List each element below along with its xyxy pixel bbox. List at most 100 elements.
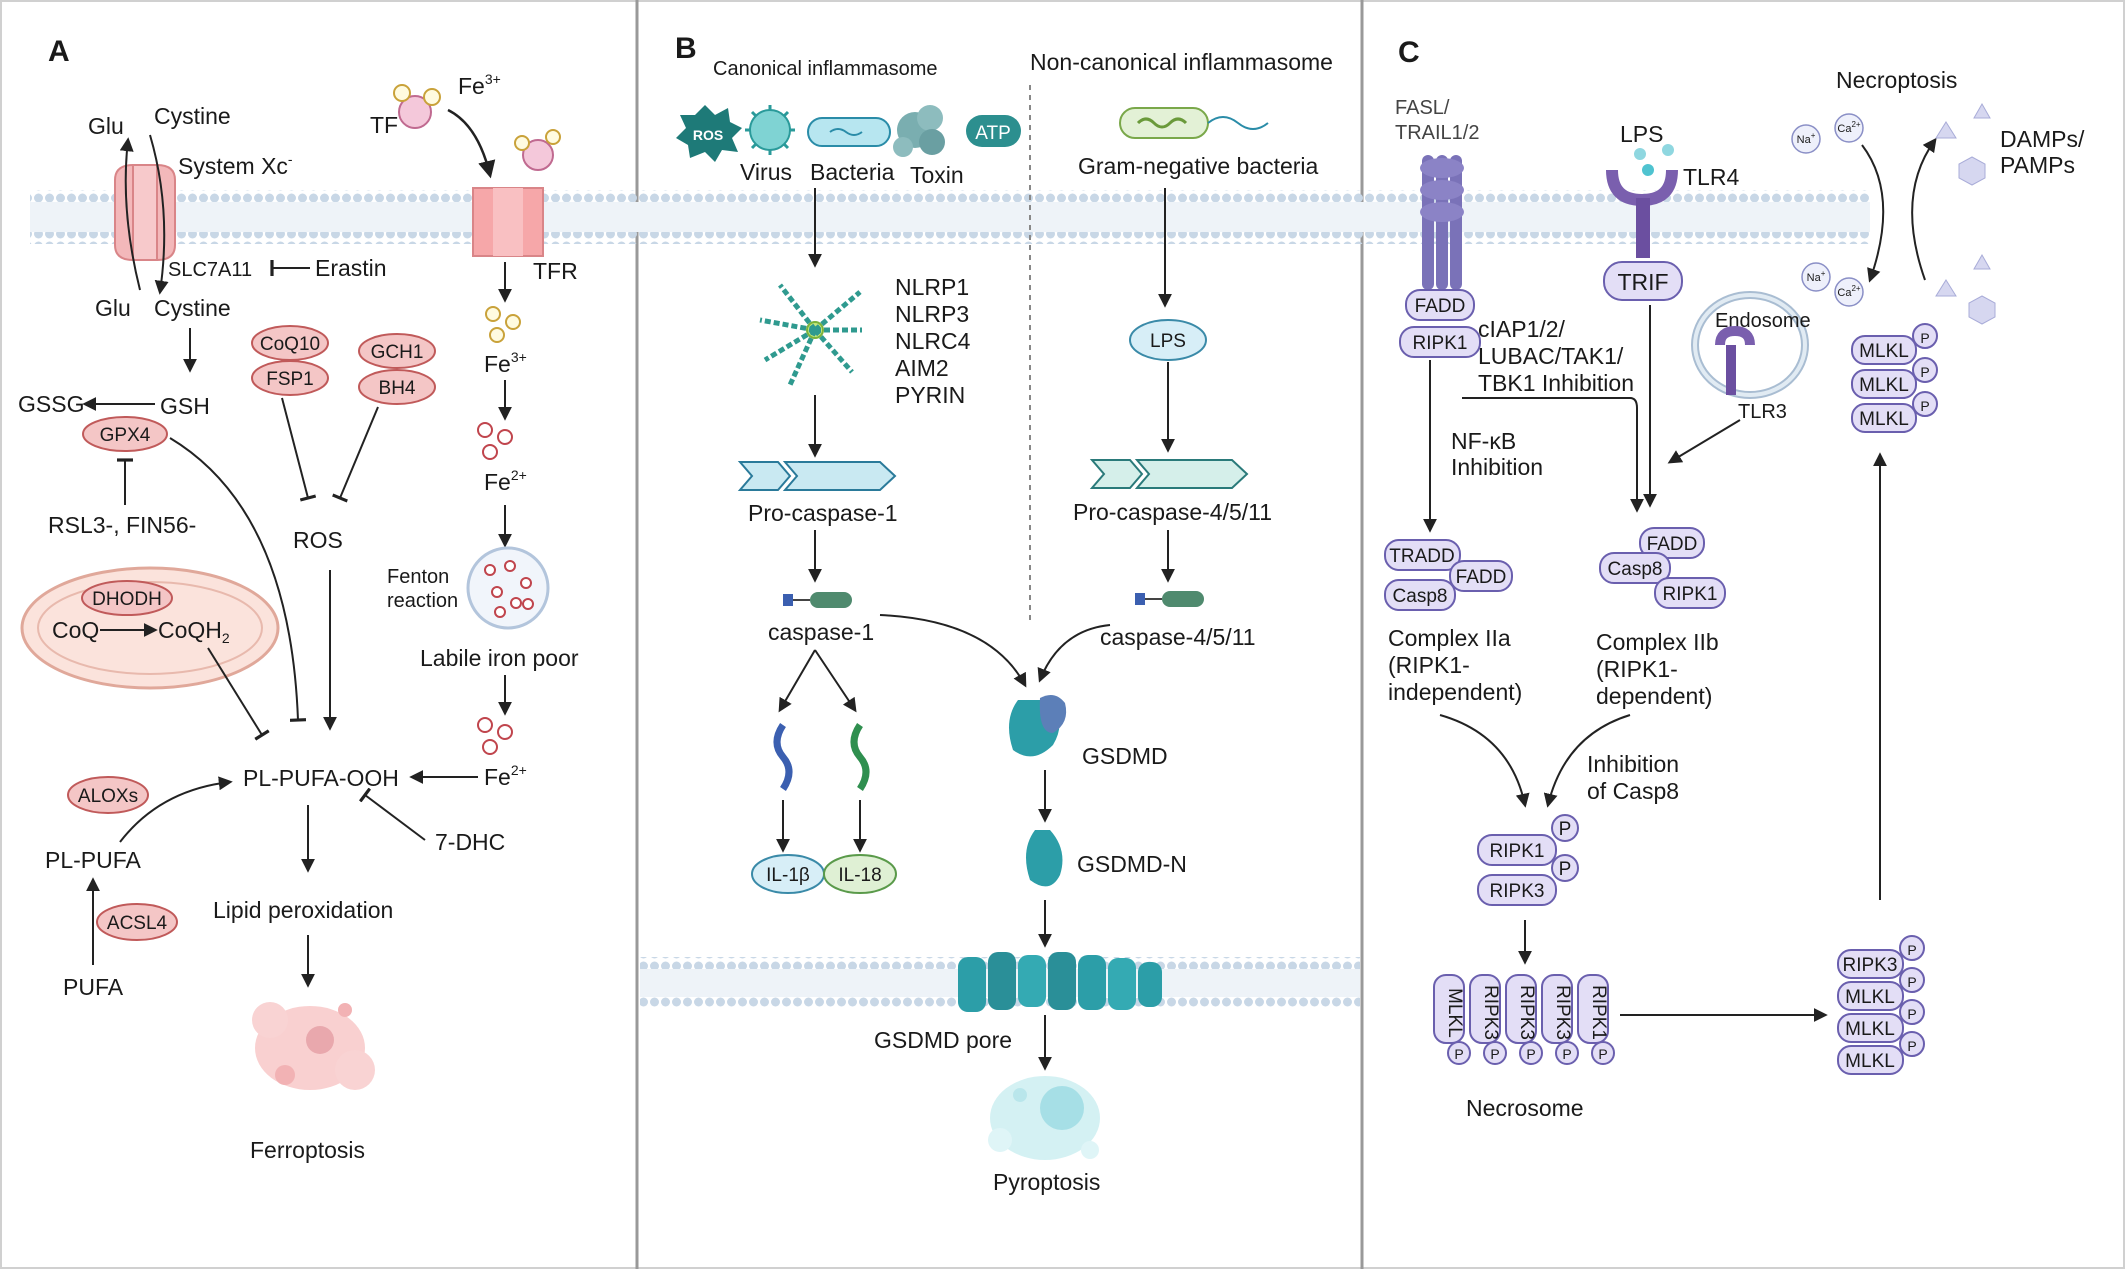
- p-label-2: P: [1559, 859, 1572, 880]
- pore-mlkl-2: MLKL: [1859, 375, 1909, 396]
- damp-release-arrow: [1911, 137, 1937, 281]
- gramneg-label: Gram-negative bacteria: [1078, 153, 1319, 179]
- ciap-label-2: LUBAC/TAK1/: [1478, 343, 1624, 369]
- gsdmd-n-icon: [1026, 830, 1063, 887]
- casp4-label: caspase-4/5/11: [1100, 624, 1256, 650]
- stack-mlkl-1: MLKL: [1845, 987, 1895, 1008]
- casp1-il1b-arrow: [778, 649, 816, 713]
- ripk3-nec-label: RIPK3: [1490, 881, 1545, 902]
- procaspase-1-icon: [737, 461, 897, 491]
- glu-export-arrow: [119, 137, 141, 291]
- dhodh-label: DHODH: [92, 589, 162, 610]
- damps-label-1: DAMPs/: [2000, 126, 2085, 152]
- casp8-2b-label: Casp8: [1608, 559, 1663, 580]
- lipid-label: Lipid peroxidation: [213, 897, 393, 923]
- fasl-label-1: FASL/: [1395, 97, 1450, 119]
- procasp1-label: Pro-caspase-1: [748, 500, 898, 526]
- glu-label: Glu: [88, 113, 124, 139]
- ca-bottom: Ca2+: [1837, 284, 1861, 299]
- necrosome-icon: MLKL P RIPK3 P RIPK3 P RIPK3 P RIPK1 P: [1433, 974, 1615, 1065]
- necrosome-p4: P: [1562, 1046, 1571, 1062]
- gsdmd-label: GSDMD: [1082, 743, 1168, 769]
- pore-mlkl-3: MLKL: [1859, 409, 1909, 430]
- ripk1-pill: RIPK1: [1399, 326, 1481, 358]
- tlr4-label: TLR4: [1683, 164, 1739, 190]
- ca-top: Ca2+: [1837, 120, 1861, 135]
- labile-label: Labile iron poor: [420, 645, 579, 671]
- death-receptor-icon: [1420, 155, 1464, 290]
- necrosome-mlkl-label: MLKL: [1444, 988, 1465, 1038]
- stack-p4: P: [1907, 1038, 1916, 1054]
- coq-label: CoQ: [52, 617, 99, 643]
- acsl4-label: ACSL4: [107, 913, 168, 934]
- fe3-mid-label: Fe3+: [484, 349, 527, 377]
- ion-influx-arrow: [1861, 144, 1885, 283]
- system-xc-transporter-icon: [114, 163, 176, 262]
- pyroptotic-cell-icon: [988, 1076, 1100, 1160]
- pyroptosis-label: Pyroptosis: [993, 1169, 1100, 1195]
- atp-text: ATP: [975, 123, 1011, 144]
- fasl-label-2: TRAIL1/2: [1395, 122, 1479, 144]
- inh-casp8-label-2: of Casp8: [1587, 778, 1679, 804]
- ros-text: ROS: [693, 127, 723, 143]
- dhc-inhibit-arrow: [358, 787, 426, 841]
- procasp4-label: Pro-caspase-4/5/11: [1073, 499, 1272, 525]
- virus-label: Virus: [740, 159, 792, 185]
- plpufaooh-label: PL-PUFA-OOH: [243, 765, 399, 791]
- fe2-mid-label: Fe2+: [484, 467, 527, 495]
- panel-letter-a: A: [48, 35, 70, 68]
- plpufa-arrow: [119, 776, 233, 843]
- lps-b-label: LPS: [1150, 331, 1186, 352]
- gpx4-label: GPX4: [100, 425, 151, 446]
- ferroptosis-label: Ferroptosis: [250, 1137, 365, 1163]
- aim2-label: AIM2: [895, 355, 949, 381]
- acsl4-enzyme: ACSL4: [96, 903, 178, 941]
- necrosome-p5: P: [1598, 1046, 1607, 1062]
- fadd-2a-label: FADD: [1456, 567, 1507, 588]
- ripk1-complex2b-arrow: [1462, 397, 1644, 513]
- casp4-gsdmd-arrow: [1037, 624, 1111, 683]
- lps-c-label: LPS: [1620, 121, 1663, 147]
- gch1-bh4-enzymes: GCH1 BH4: [358, 333, 436, 405]
- complex-2a-icon: TRADD FADD Casp8: [1384, 539, 1513, 611]
- gch1-label: GCH1: [371, 342, 424, 363]
- stack-p3: P: [1907, 1006, 1916, 1022]
- necrosome-ripk1: RIPK1: [1588, 985, 1609, 1040]
- panel-letter-b: B: [675, 32, 697, 65]
- nfkb-label-1: NF-κB: [1451, 428, 1516, 454]
- alox-enzyme: ALOXs: [67, 776, 149, 814]
- tf-uptake-arrow: [447, 108, 496, 179]
- na-top: Na+: [1797, 131, 1816, 146]
- tlr3-receptor-icon: [1715, 325, 1755, 395]
- il1b-pill: IL-1β: [751, 854, 825, 894]
- pyrin-label: PYRIN: [895, 382, 965, 408]
- stack-ripk3: RIPK3: [1843, 955, 1898, 976]
- necrosome-ripk3-c: RIPK3: [1552, 985, 1573, 1040]
- c2b-label-1: Complex IIb: [1596, 629, 1719, 655]
- lps-pill: LPS: [1129, 319, 1207, 361]
- ripk1-nec-label: RIPK1: [1490, 841, 1545, 862]
- p-label-1: P: [1559, 819, 1572, 840]
- damp-icons: [1935, 102, 1996, 325]
- necrosome-ripk3-a: RIPK3: [1480, 985, 1501, 1040]
- caspase-1-icon: [783, 592, 852, 608]
- alox-label: ALOXs: [78, 786, 138, 807]
- erastin-label: Erastin: [315, 255, 387, 281]
- toxin-icon: [893, 105, 945, 157]
- system-xc-label: System Xc-: [178, 151, 293, 179]
- atp-icon: ATP: [966, 115, 1021, 147]
- gssg-label: GSSG: [18, 391, 84, 417]
- c2a-label-1: Complex IIa: [1388, 625, 1511, 651]
- gsdmd-pore-icon: [958, 952, 1162, 1012]
- tradd-label: TRADD: [1389, 546, 1454, 567]
- fadd-pill: FADD: [1405, 289, 1475, 321]
- plpufa-label: PL-PUFA: [45, 847, 142, 873]
- c2b-label-2: (RIPK1-: [1596, 656, 1678, 682]
- toxin-label: Toxin: [910, 162, 964, 188]
- labile-iron-pool-icon: [466, 546, 550, 630]
- pro-il1b-icon: [773, 723, 793, 791]
- cystine-label: Cystine: [154, 103, 231, 129]
- gpx4-inhibit-arrow: [169, 437, 307, 722]
- noncanonical-label: Non-canonical inflammasome: [1030, 49, 1333, 75]
- dhodh-enzyme: DHODH: [81, 580, 173, 616]
